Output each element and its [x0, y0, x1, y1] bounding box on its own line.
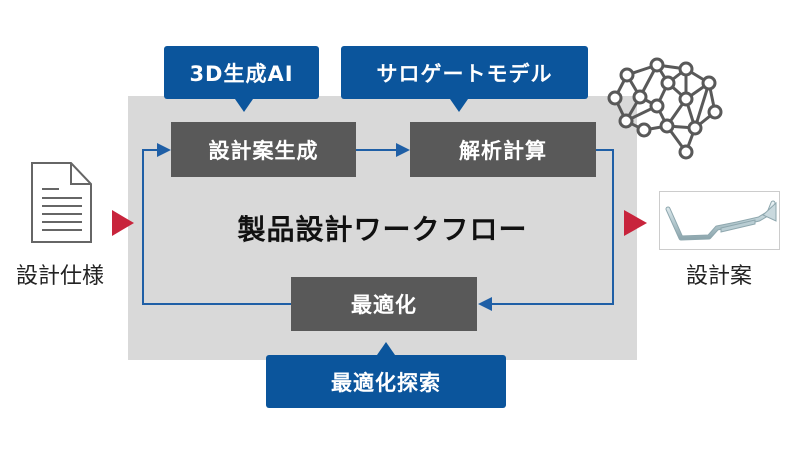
- output-label: 設計案: [685, 264, 752, 289]
- callout-label: 3D生成AI: [189, 61, 294, 86]
- arrowhead-generate: [157, 143, 171, 157]
- step-design-generation: 設計案生成: [171, 122, 356, 177]
- callout-label: 最適化探索: [331, 370, 441, 395]
- callout-pointer: [235, 99, 253, 112]
- input-label: 設計仕様: [15, 264, 104, 289]
- input-arrow: [112, 210, 134, 236]
- arrow-analyze-to-optimize: [492, 149, 614, 305]
- callout-3d-generative-ai: 3D生成AI: [164, 46, 319, 112]
- step-label: 解析計算: [459, 138, 547, 163]
- arrow-optimize-to-generate: [142, 149, 291, 305]
- callout-label: サロゲートモデル: [376, 61, 553, 86]
- output-arrow: [624, 210, 647, 236]
- step-analysis: 解析計算: [410, 122, 596, 177]
- document-icon: [31, 162, 92, 243]
- callout-optimization-search: 最適化探索: [266, 342, 506, 408]
- arrowhead-analyze: [396, 143, 410, 157]
- step-optimization: 最適化: [291, 277, 477, 331]
- arrowhead-optimize: [478, 297, 492, 311]
- callout-surrogate-model: サロゲートモデル: [341, 46, 588, 112]
- workflow-title: 製品設計ワークフロー: [237, 213, 528, 246]
- step-label: 設計案生成: [208, 138, 319, 163]
- step-label: 最適化: [351, 293, 417, 317]
- callout-pointer: [377, 342, 395, 355]
- pipe-part-image: [659, 191, 780, 250]
- callout-pointer: [450, 99, 468, 112]
- brain-network-icon: [607, 57, 723, 160]
